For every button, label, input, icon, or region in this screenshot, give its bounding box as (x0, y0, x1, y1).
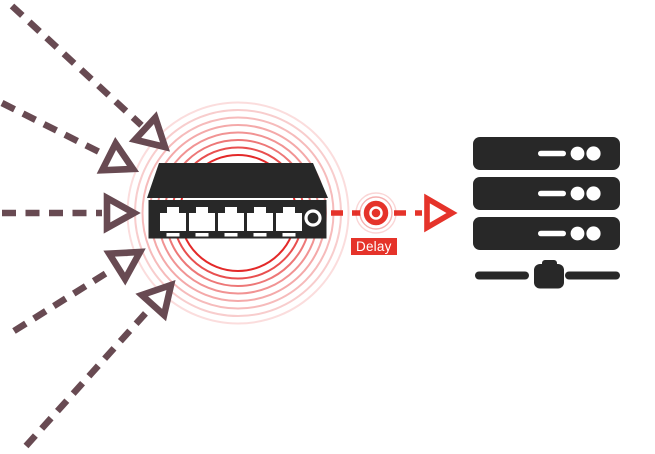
port-status-dash (253, 233, 267, 237)
arrowhead-icon (96, 136, 140, 174)
port-status-dash (282, 233, 296, 237)
switch-ethernet-ports (160, 207, 302, 237)
server-slot-dash (538, 230, 566, 237)
server-led (586, 146, 601, 161)
ethernet-port-icon (160, 207, 186, 231)
server-led (586, 226, 601, 241)
arrowhead-icon (103, 192, 141, 234)
incoming-traffic-arrow (0, 100, 140, 174)
server-unit-icon (473, 217, 620, 250)
switch-top (147, 163, 328, 198)
ethernet-port-icon (189, 207, 215, 231)
arrowhead-icon (103, 248, 146, 286)
arrowhead-icon (128, 111, 170, 152)
port-status-dash (166, 233, 180, 237)
server-rows (473, 137, 620, 250)
arrowhead-icon (424, 193, 458, 233)
incoming-traffic-arrow (23, 279, 176, 449)
server-unit-icon (473, 177, 620, 210)
delay-badge: Delay (351, 238, 397, 255)
ethernet-port-icon (247, 207, 273, 231)
server-network-connector (475, 260, 620, 289)
incoming-traffic-arrow (9, 3, 170, 152)
incoming-traffic-arrow (12, 248, 146, 334)
arrowhead-icon (135, 279, 176, 322)
server-unit-icon (473, 137, 620, 170)
incoming-traffic-arrow (2, 192, 141, 234)
ethernet-port-icon (276, 207, 302, 231)
server-stack-icon (473, 137, 620, 289)
incoming-traffic-arrows (0, 3, 176, 449)
switch-led (304, 209, 322, 227)
server-led (586, 186, 601, 201)
ethernet-port-icon (218, 207, 244, 231)
port-status-dash (224, 233, 238, 237)
network-switch-icon (147, 163, 328, 239)
server-slot-dash (538, 190, 566, 197)
server-slot-dash (538, 150, 566, 157)
server-led (570, 186, 585, 201)
port-status-dash (195, 233, 209, 237)
delay-node-icon (355, 192, 397, 234)
server-led (570, 146, 585, 161)
server-led (570, 226, 585, 241)
